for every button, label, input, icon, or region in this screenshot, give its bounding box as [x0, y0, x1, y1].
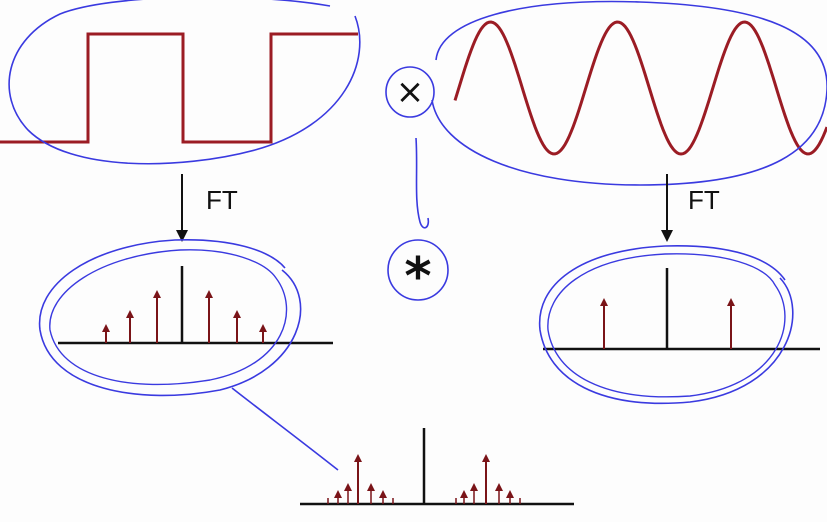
convolve-symbol: * — [404, 247, 431, 307]
annotation-loop-left-spectrum — [38, 238, 302, 397]
spectrum-result — [300, 428, 574, 506]
spectrum-square-wave — [58, 266, 333, 345]
annotation-connector — [415, 137, 430, 229]
multiply-circle — [385, 66, 435, 118]
annotation-pointer — [231, 387, 339, 471]
annotation-loop-right-spectrum-inner — [547, 253, 786, 398]
convolve-circle — [387, 239, 449, 301]
square-wave — [0, 32, 358, 144]
multiply-symbol: × — [396, 72, 425, 112]
annotation-loop-square-wave — [8, 0, 361, 165]
spectrum-sine-wave — [543, 268, 820, 351]
sine-wave — [453, 20, 827, 156]
ft-label-left: FT — [206, 185, 238, 215]
ft-label-right: FT — [688, 185, 720, 215]
annotation-loop-right-spectrum — [538, 245, 794, 405]
annotation-loop-sine-wave — [431, 0, 827, 186]
annotation-loop-left-spectrum-inner — [49, 249, 288, 386]
